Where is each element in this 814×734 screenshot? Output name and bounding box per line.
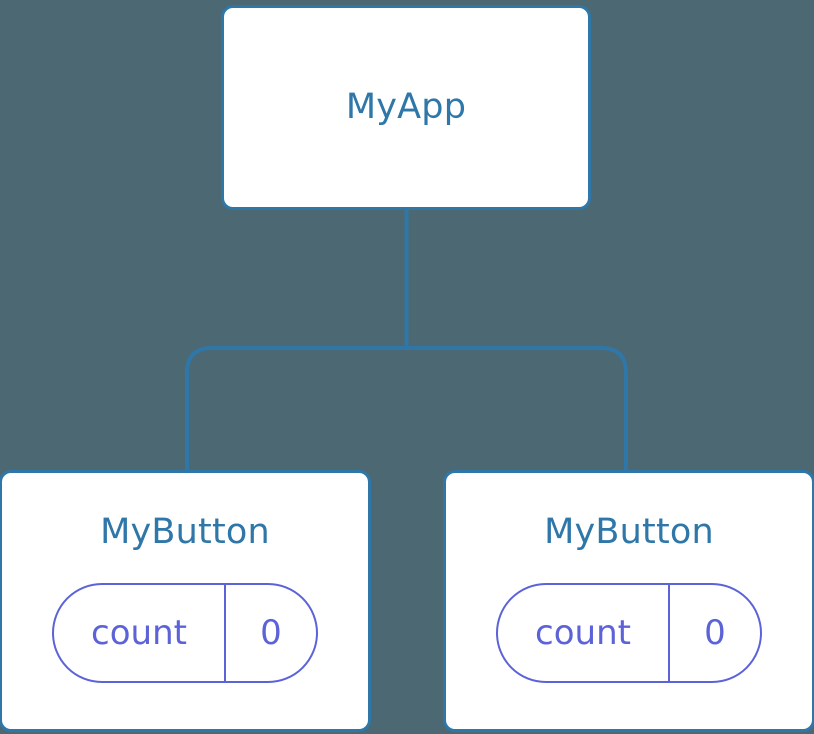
- state-value-cell: 0: [226, 585, 316, 681]
- state-key-cell: count: [54, 584, 226, 681]
- state-key-label: count: [535, 612, 631, 653]
- state-pill[interactable]: count 0: [52, 582, 318, 683]
- state-pill[interactable]: count 0: [496, 582, 762, 683]
- node-mybutton-0[interactable]: MyButton count 0: [0, 470, 371, 732]
- node-title: MyButton: [100, 512, 270, 552]
- state-value-label: 0: [260, 612, 282, 653]
- node-myapp[interactable]: MyApp: [221, 5, 591, 210]
- state-value-label: 0: [704, 612, 726, 653]
- node-title: MyApp: [345, 87, 467, 128]
- node-title: MyButton: [544, 512, 714, 552]
- node-mybutton-1[interactable]: MyButton count 0: [443, 470, 814, 732]
- state-value-cell: 0: [670, 585, 760, 681]
- state-key-cell: count: [498, 584, 670, 681]
- edge-branch-bar: [185, 346, 628, 472]
- state-key-label: count: [91, 612, 187, 653]
